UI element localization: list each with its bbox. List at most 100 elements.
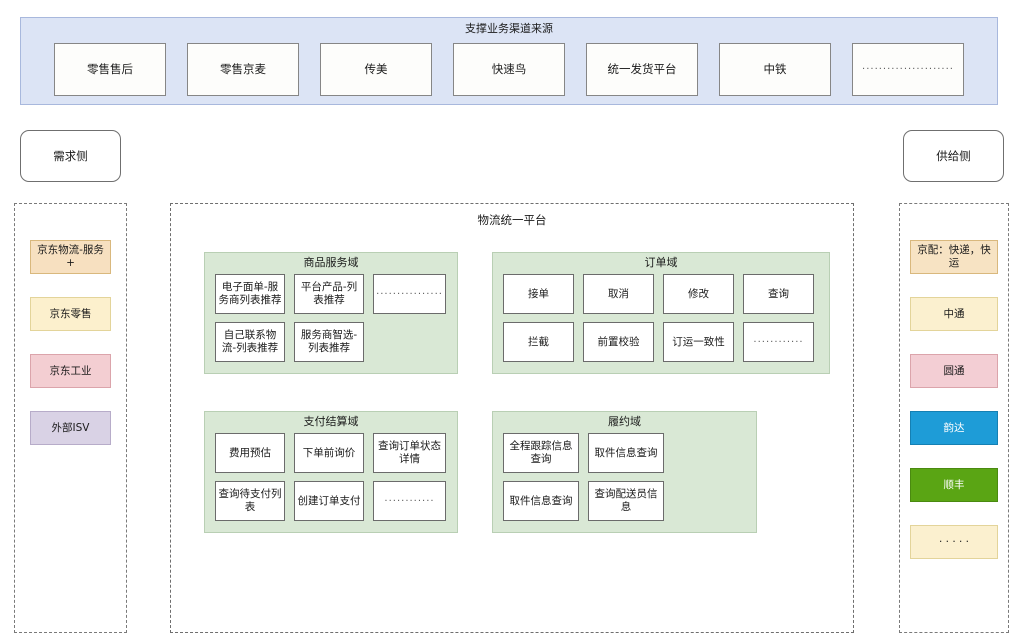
logistics-platform-container: 物流统一平台 商品服务域 电子面单-服务商列表推荐平台产品-列表推荐 ······… [170,203,854,633]
party-box-label: 京配：快递，快运 [917,244,991,269]
domain-cell[interactable]: 创建订单支付 [294,481,364,521]
domain-cell-label: 修改 [688,287,709,300]
domain-cell[interactable]: 修改 [663,274,734,314]
domain-cell-label: 取件信息查询 [594,446,658,459]
domain-cell[interactable]: 查询订单状态详情 [373,433,446,473]
supply-side-column: 京配：快递，快运中通圆通韵达顺丰 · · · · · [899,203,1009,633]
party-box[interactable]: 京东物流-服务+ [30,240,111,274]
domain-cell-grid: 接单 取消 修改 查询拦截 前置校验 订运一致性 ············ [503,274,819,363]
domain-cell[interactable]: 下单前询价 [294,433,364,473]
party-box-label: · · · · · [938,535,970,548]
domain-cell[interactable]: 查询待支付列表 [215,481,285,521]
party-box-label: 顺丰 [943,478,965,491]
domain-cell-label: 全程跟踪信息查询 [509,440,573,465]
domain-cell[interactable]: 取消 [583,274,654,314]
domain-cell[interactable]: 取件信息查询 [503,481,579,521]
domain-cell-label: ············ [384,495,435,507]
channel-box[interactable]: 统一发货平台 [586,42,698,96]
party-box[interactable]: 中通 [910,297,998,331]
domain-cell-label: 查询订单状态详情 [378,440,441,465]
channel-box-label: 快速鸟 [491,61,527,76]
party-box-label: 外部ISV [51,421,90,434]
domain-cell-label: 下单前询价 [302,446,356,459]
channel-banner-title: 支撑业务渠道来源 [465,22,553,35]
domain-cell[interactable]: 全程跟踪信息查询 [503,433,579,473]
domain-cell-label: 前置校验 [597,335,640,348]
channel-box-label: 中铁 [763,61,787,76]
domain-cell-grid: 费用预估 下单前询价 查询订单状态详情查询待支付列表 创建订单支付 ··········… [215,433,447,522]
supply-side-pill: 供给侧 [903,130,1004,182]
domain-cell-label: 自己联系物流-列表推荐 [221,329,279,354]
party-box[interactable]: 外部ISV [30,411,111,445]
domain-cell-label: ················ [376,288,443,300]
domain-title: 订单域 [644,256,678,269]
domain-cell[interactable]: 服务商智选-列表推荐 [294,322,364,362]
party-box-label: 中通 [943,307,965,320]
domain-cell[interactable]: ············ [373,481,446,521]
domain-cell[interactable]: ············ [743,322,814,362]
domain-title: 商品服务域 [303,256,359,269]
channel-box-label: 统一发货平台 [607,61,677,76]
domain-cell[interactable]: 查询配送员信息 [588,481,664,521]
party-box[interactable]: 京东工业 [30,354,111,388]
party-box-label: 京东物流-服务+ [37,244,104,269]
domain-cell-grid: 全程跟踪信息查询取件信息查询取件信息查询查询配送员信息 [503,433,746,522]
channel-box[interactable]: 快速鸟 [453,42,565,96]
domain-cell[interactable]: 查询 [743,274,814,314]
domain-payment-settlement: 支付结算域 费用预估 下单前询价 查询订单状态详情查询待支付列表 创建订单支付 ····… [204,411,458,533]
channel-box-label: 零售京麦 [220,61,266,76]
domain-cell-label: 拦截 [528,335,549,348]
channel-box[interactable]: 零售京麦 [187,42,299,96]
domain-cell-label: 费用预估 [229,446,271,459]
domain-cell-label: 创建订单支付 [297,494,361,507]
domain-cell-label: 服务商智选-列表推荐 [300,329,358,354]
domain-cell[interactable]: 平台产品-列表推荐 [294,274,364,314]
domain-cell[interactable]: 接单 [503,274,574,314]
party-box[interactable]: 圆通 [910,354,998,388]
demand-side-list: 京东物流-服务+ 京东零售京东工业外部ISV [15,240,126,468]
demand-side-label: 需求侧 [53,149,88,163]
channel-box-label: 传美 [364,61,388,76]
channel-box[interactable]: ······················ [852,42,964,96]
domain-product-service: 商品服务域 电子面单-服务商列表推荐平台产品-列表推荐 ·············… [204,252,458,374]
domain-cell[interactable]: 费用预估 [215,433,285,473]
channel-box[interactable]: 零售售后 [54,42,166,96]
channel-box-label: ······················ [862,63,954,75]
party-box[interactable]: 京配：快递，快运 [910,240,998,274]
domain-cell-label: 查询 [768,287,789,300]
domain-order: 订单域 接单 取消 修改 查询拦截 前置校验 订运一致性 ············ [492,252,830,374]
demand-side-column: 京东物流-服务+ 京东零售京东工业外部ISV [14,203,127,633]
demand-side-pill: 需求侧 [20,130,121,182]
party-box-label: 京东工业 [49,364,92,377]
channel-box[interactable]: 传美 [320,42,432,96]
domain-cell-grid: 电子面单-服务商列表推荐平台产品-列表推荐 ················ 自己联… [215,274,447,363]
domain-title: 支付结算域 [303,415,359,428]
domain-cell-label: 平台产品-列表推荐 [300,281,358,306]
domain-cell-label: ············ [753,336,804,348]
domain-cell-label: 订运一致性 [672,335,725,348]
supply-side-list: 京配：快递，快运中通圆通韵达顺丰 · · · · · [900,240,1008,582]
domain-cell[interactable]: 自己联系物流-列表推荐 [215,322,285,362]
domain-cell[interactable]: 拦截 [503,322,574,362]
domain-cell[interactable]: 电子面单-服务商列表推荐 [215,274,285,314]
party-box-label: 圆通 [943,364,965,377]
party-box[interactable]: 京东零售 [30,297,111,331]
domain-cell[interactable]: 取件信息查询 [588,433,664,473]
domain-title: 履约域 [608,415,641,428]
channel-banner: 支撑业务渠道来源 零售售后 零售京麦 传美 快速鸟 统一发货平台 中铁 ··········… [20,17,998,105]
domain-cell-label: 电子面单-服务商列表推荐 [218,281,282,306]
party-box[interactable]: 韵达 [910,411,998,445]
domain-cell[interactable]: 前置校验 [583,322,654,362]
domain-cell-label: 接单 [528,287,549,300]
channel-box[interactable]: 中铁 [719,42,831,96]
party-box[interactable]: · · · · · [910,525,998,559]
channel-box-row: 零售售后 零售京麦 传美 快速鸟 统一发货平台 中铁 ···················… [21,40,997,98]
domain-cell[interactable]: 订运一致性 [663,322,734,362]
channel-box-label: 零售售后 [87,61,133,76]
domain-cell[interactable]: ················ [373,274,446,314]
platform-title: 物流统一平台 [477,213,547,227]
domain-cell-label: 查询配送员信息 [594,488,658,513]
party-box[interactable]: 顺丰 [910,468,998,502]
domain-cell-label: 取件信息查询 [509,494,573,507]
domain-cell-label: 查询待支付列表 [218,488,282,513]
